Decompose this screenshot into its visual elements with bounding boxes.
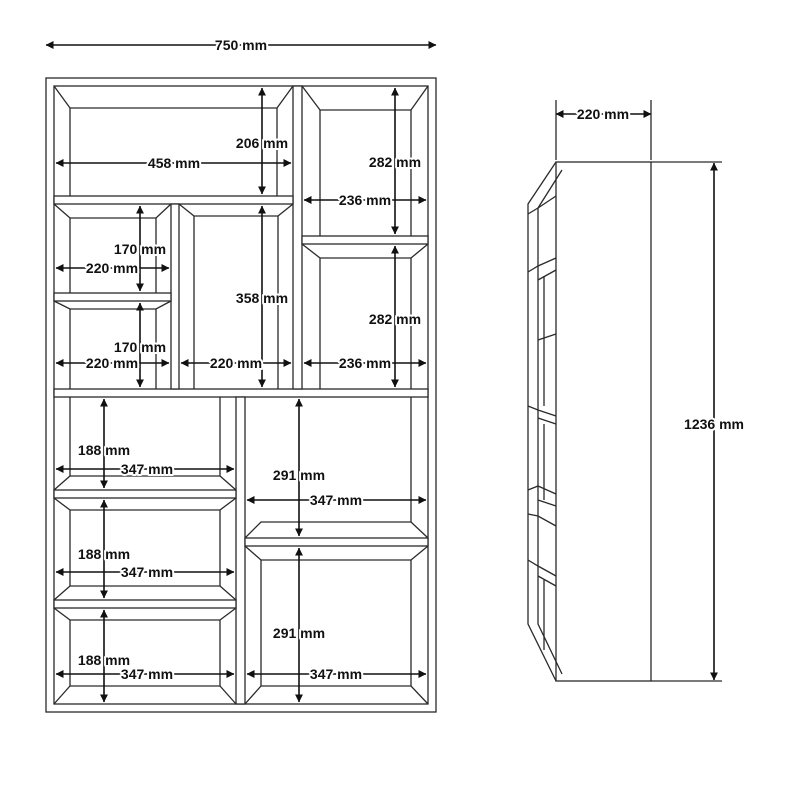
bottom-right-upper-height-label: 291 mm (273, 467, 325, 483)
middle-left-shelf (53, 292, 172, 302)
top-right-upper-width-label: 236 mm (339, 192, 391, 208)
middle-vertical-divider (170, 203, 180, 390)
bottom-left-2-height-label: 188 mm (78, 546, 130, 562)
bottom-right-shelf (244, 537, 429, 547)
bottom-left-1-height-label: 188 mm (78, 442, 130, 458)
top-left-height-label: 206 mm (236, 135, 288, 151)
middle-left-lower-width-label: 220 mm (86, 355, 138, 371)
bottom-right-lower-width-label: 347 mm (310, 666, 362, 682)
bottom-left-2-width-label: 347 mm (121, 564, 173, 580)
cabinet-outer-frame (45, 77, 437, 713)
top-right-lower-height-label: 282 mm (369, 311, 421, 327)
overall-width-label: 750 mm (215, 37, 267, 53)
top-left-shelf (53, 195, 294, 205)
side-perspective-outline (527, 161, 557, 682)
bottom-left-3-width-label: 347 mm (121, 666, 173, 682)
side-panel (555, 161, 652, 682)
bottom-left-shelf-1 (53, 489, 237, 499)
middle-center-height-label: 358 mm (236, 290, 288, 306)
main-horizontal-shelf (53, 388, 429, 398)
top-right-shelf (301, 235, 429, 245)
side-shelf-edges (527, 195, 557, 650)
middle-center-width-label: 220 mm (210, 355, 262, 371)
bottom-right-lower-height-label: 291 mm (273, 625, 325, 641)
depth-label: 220 mm (577, 106, 629, 122)
bottom-left-shelf-2 (53, 599, 237, 609)
top-right-upper-height-label: 282 mm (369, 154, 421, 170)
bottom-left-1-width-label: 347 mm (121, 461, 173, 477)
middle-left-lower-height-label: 170 mm (114, 339, 166, 355)
bottom-vertical-divider (235, 396, 246, 705)
bottom-left-3-height-label: 188 mm (78, 652, 130, 668)
top-left-width-label: 458 mm (148, 155, 200, 171)
top-vertical-divider (292, 85, 303, 390)
height-label: 1236 mm (684, 416, 744, 432)
front-view: 750 mm 206 mm 458 mm 282 mm 236 mm 282 m… (45, 35, 437, 713)
side-view: 220 mm 1236 mm (527, 100, 746, 682)
bottom-right-upper-width-label: 347 mm (310, 492, 362, 508)
middle-left-upper-width-label: 220 mm (86, 260, 138, 276)
top-right-lower-width-label: 236 mm (339, 355, 391, 371)
compartment-bevels (53, 85, 429, 705)
middle-left-upper-height-label: 170 mm (114, 241, 166, 257)
